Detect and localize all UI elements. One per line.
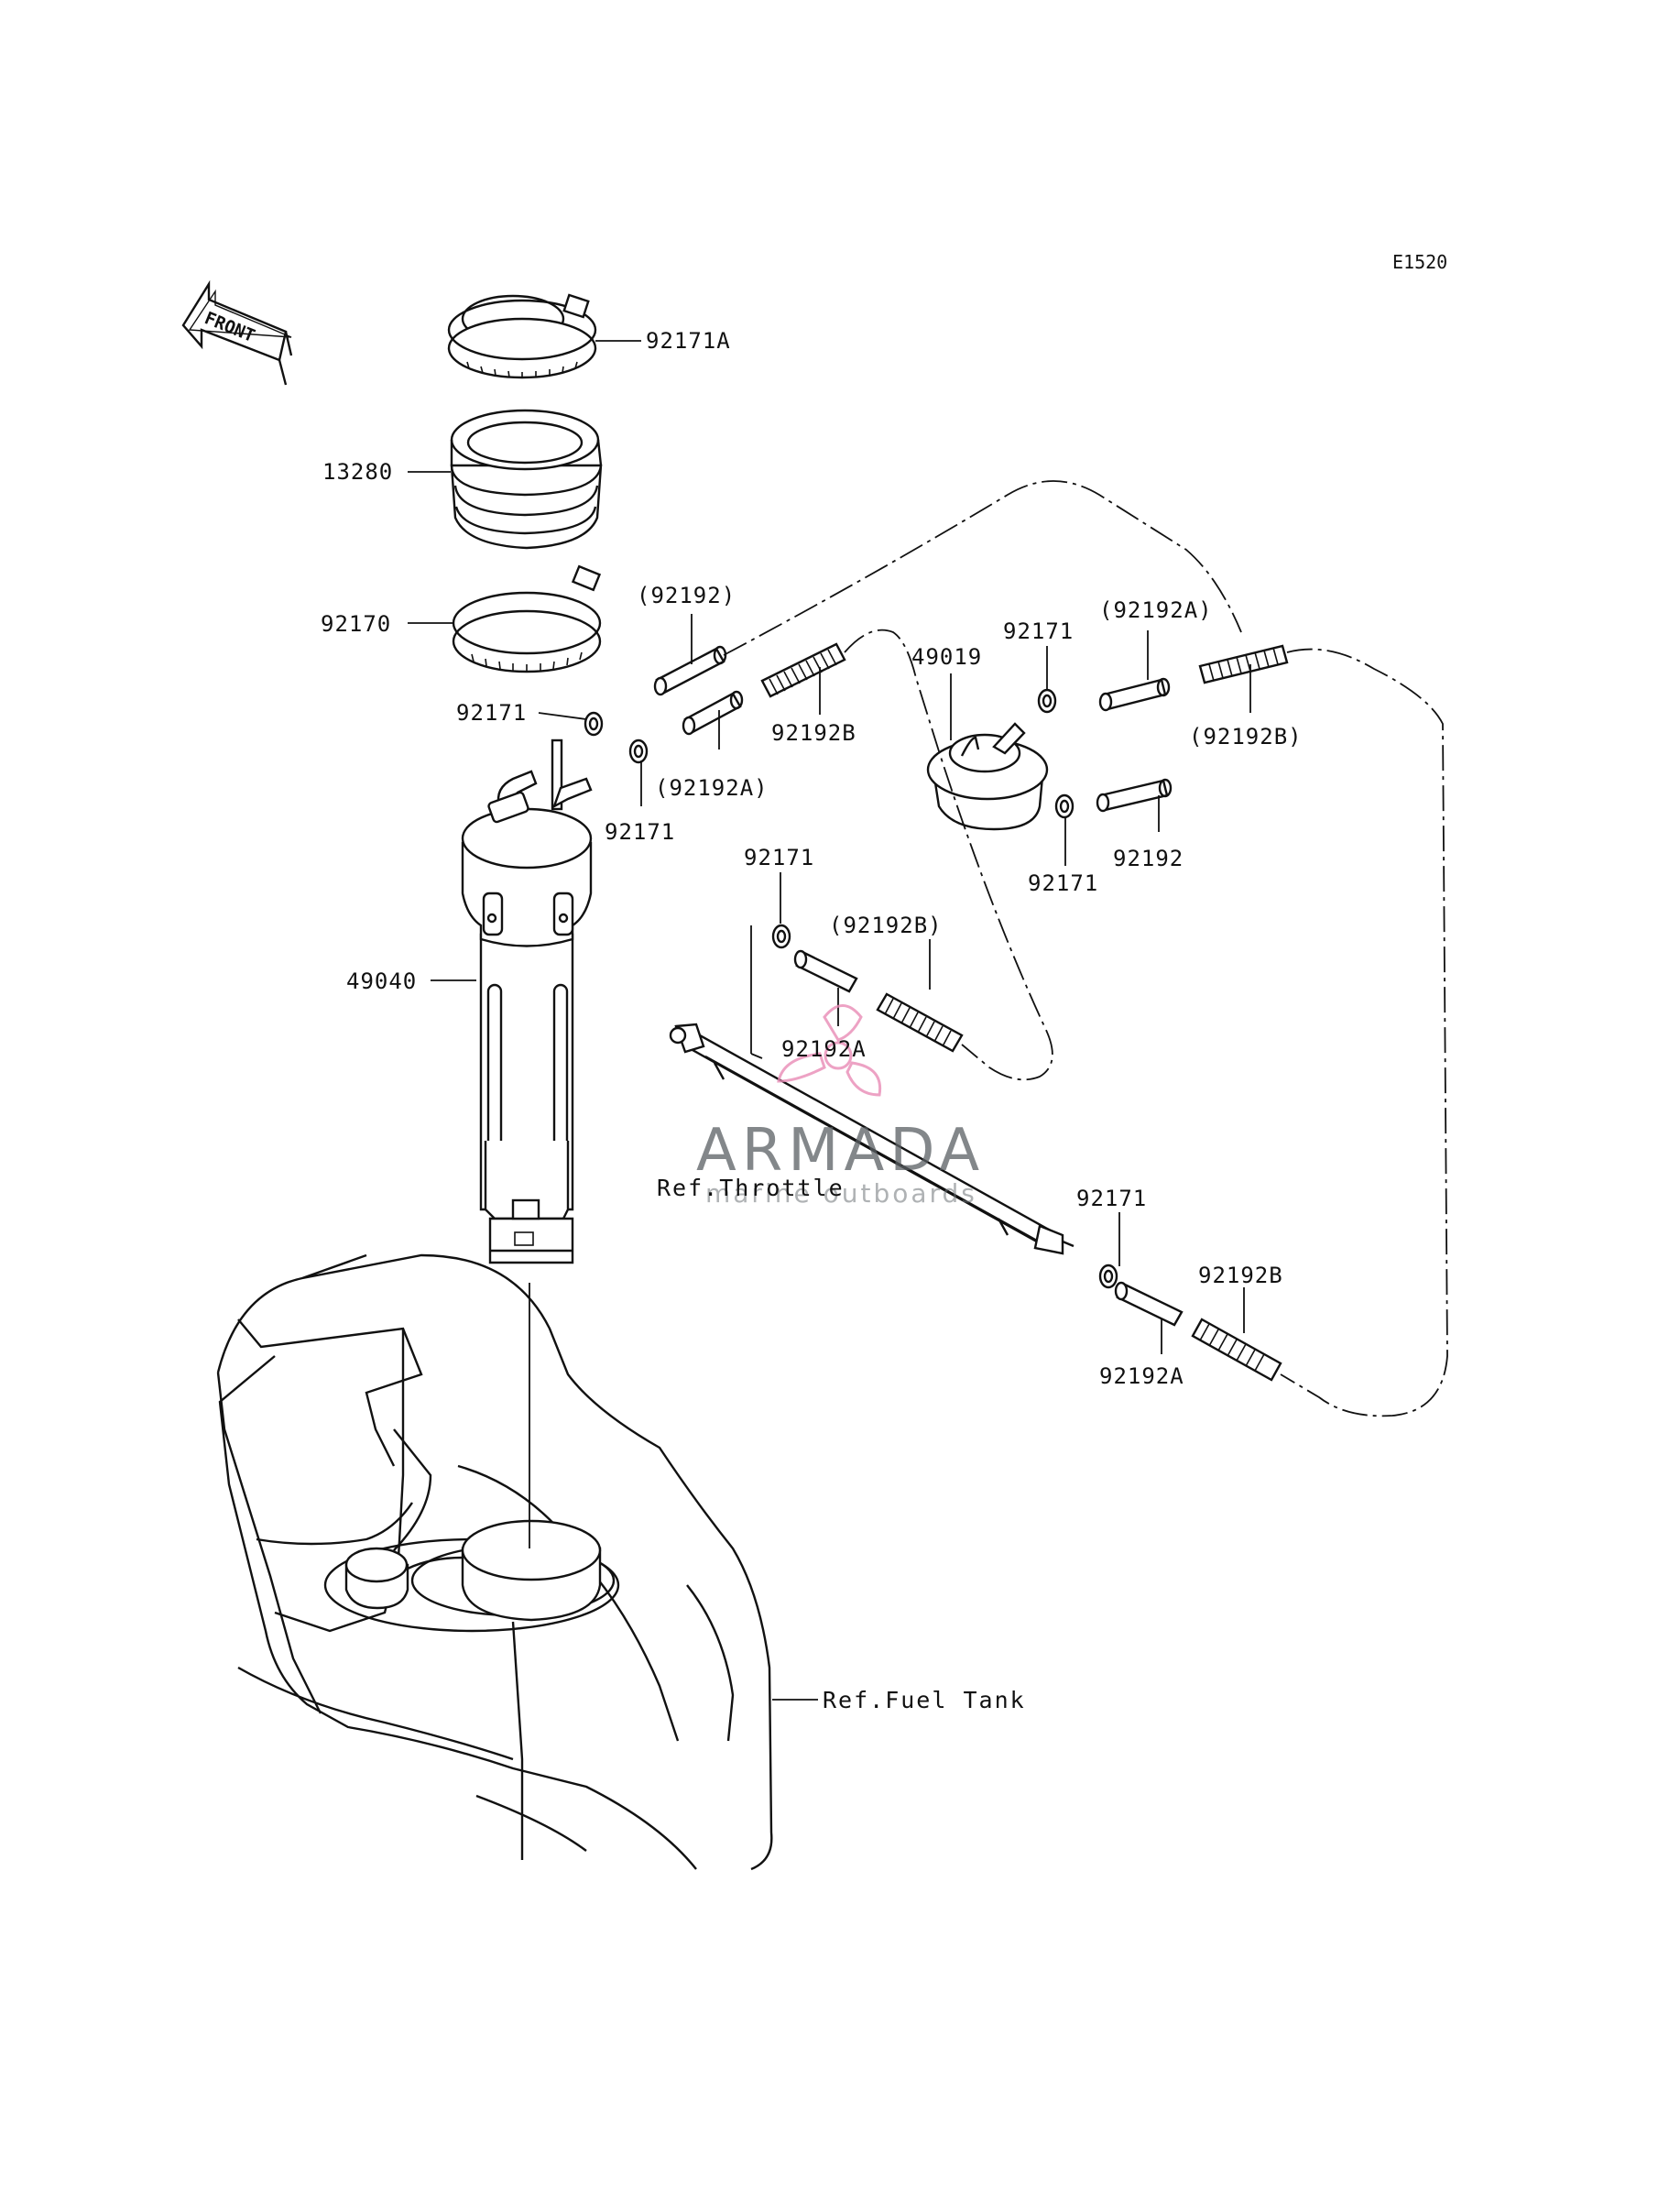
clip-92171-center (771, 924, 791, 949)
label-ref-throttle: Ref.Throttle (657, 1175, 845, 1201)
clip-92171-left-1 (584, 711, 604, 737)
armada-propeller-logo (777, 1004, 882, 1097)
hose-92192A-right-top (1098, 677, 1171, 712)
spring-guard-92192B-lower (1191, 1318, 1282, 1382)
label-92192B-center: (92192B) (829, 913, 943, 938)
route-line-mid (844, 629, 1053, 1081)
route-line-right (1280, 648, 1448, 1417)
label-13280: 13280 (322, 459, 393, 485)
label-92192A-left: (92192A) (655, 775, 769, 801)
boot-13280 (450, 409, 603, 550)
label-92192B-mid: 92192B (771, 720, 856, 746)
label-92171-right-top: 92171 (1003, 618, 1074, 644)
label-92192B-lower: 92192B (1198, 1263, 1283, 1288)
clip-92171-left-2 (628, 738, 649, 764)
throttle-reference-part (669, 1023, 1075, 1255)
spring-guard-92192B-right (1198, 644, 1289, 684)
label-92171-left-2: 92171 (605, 819, 675, 845)
hose-92192A-lower (1114, 1281, 1184, 1327)
armada-watermark: ARMADA marine outboards (696, 1004, 985, 1209)
hose-92192A-left (682, 690, 744, 736)
label-92171-left-1: 92171 (456, 700, 527, 726)
route-line-top (723, 480, 1242, 656)
label-92170: 92170 (321, 611, 391, 637)
label-ref-fuel-tank: Ref.Fuel Tank (823, 1687, 1026, 1713)
watermark-tagline: marine outboards (705, 1178, 977, 1209)
spring-guard-92192B-mid (760, 642, 846, 698)
label-92171-center: 92171 (744, 845, 814, 870)
label-92192-right: 92192 (1113, 846, 1184, 871)
diagram-code: E1520 (1392, 251, 1447, 273)
hose-92192-right (1096, 778, 1173, 813)
front-direction-arrow: FRONT (181, 279, 293, 386)
hose-92192A-center (793, 949, 858, 993)
label-92171-lower: 92171 (1076, 1186, 1147, 1211)
label-92192B-right: (92192B) (1189, 724, 1303, 749)
clip-92171-right-top (1037, 688, 1057, 714)
hose-92192-top (653, 645, 727, 696)
label-92171-right-bot: 92171 (1028, 870, 1098, 896)
fuel-pump-49040 (461, 738, 593, 1264)
spring-guard-92192B-center (876, 992, 964, 1053)
label-49040: 49040 (346, 968, 417, 994)
label-49019: 49019 (911, 644, 982, 670)
label-92171A: 92171A (646, 328, 731, 354)
band-clamp-92171A (447, 293, 597, 379)
band-clamp-92170 (452, 564, 602, 673)
clip-92171-right-bot (1054, 793, 1075, 819)
label-92192-top: (92192) (637, 583, 736, 608)
fuel-tank-reference (216, 1253, 773, 1871)
label-92192A-lower: 92192A (1099, 1363, 1184, 1389)
check-valve-49019 (926, 722, 1049, 831)
leader-lines (408, 340, 1251, 1701)
label-92192A-right-top: (92192A) (1099, 597, 1213, 623)
label-92192A-center: 92192A (781, 1036, 867, 1062)
clip-92171-lower (1098, 1264, 1118, 1289)
watermark-brand: ARMADA (696, 1117, 985, 1185)
